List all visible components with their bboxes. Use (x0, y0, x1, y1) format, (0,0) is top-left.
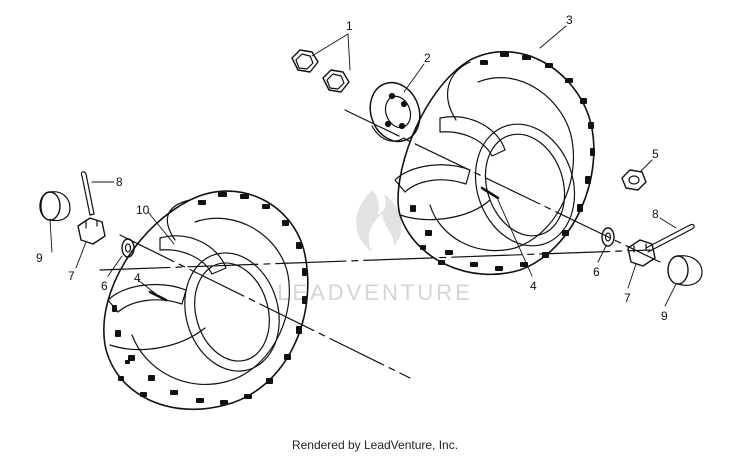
callout-8-left: 8 (116, 175, 123, 189)
right-tire (397, 50, 595, 276)
callout-1: 1 (346, 19, 353, 33)
axle-centerline-right (344, 109, 661, 263)
right-valve-stem (480, 186, 500, 200)
watermark-flame-icon (356, 190, 402, 252)
callout-6-right: 6 (593, 265, 600, 279)
left-tube (159, 235, 227, 275)
callout-6-left: 6 (101, 279, 108, 293)
watermark: LEADVENTURE (277, 190, 473, 305)
callout-7-left: 7 (68, 269, 75, 283)
left-valve-stem (148, 290, 168, 302)
left-rim (184, 252, 280, 372)
right-tread (410, 52, 595, 271)
callout-10: 10 (136, 203, 150, 217)
axle-centerline-left (119, 234, 411, 379)
axle-centerline (99, 249, 651, 271)
callout-8-right: 8 (652, 207, 659, 221)
callout-4-right: 4 (530, 279, 537, 293)
callouts: 1 2 3 4 5 6 7 8 9 8 10 9 7 6 4 (36, 13, 668, 323)
lug-nuts (291, 49, 350, 93)
left-side-parts (39, 171, 135, 258)
callout-9-left: 9 (36, 251, 43, 265)
footer-credit: Rendered by LeadVenture, Inc. (291, 438, 459, 452)
left-tread (112, 192, 307, 405)
callout-2: 2 (424, 51, 431, 65)
callout-4-left: 4 (134, 271, 141, 285)
watermark-text: LEADVENTURE (277, 280, 473, 305)
callout-7-right: 7 (624, 291, 631, 305)
right-rim (474, 123, 576, 247)
right-side-parts (601, 169, 703, 286)
callout-5: 5 (652, 147, 659, 161)
right-wheel (394, 50, 595, 276)
left-wheel (103, 190, 309, 410)
callout-9-right: 9 (661, 309, 668, 323)
right-tube (439, 116, 506, 157)
leader-lines (49, 25, 677, 307)
hub (369, 81, 421, 143)
callout-3: 3 (566, 13, 573, 27)
